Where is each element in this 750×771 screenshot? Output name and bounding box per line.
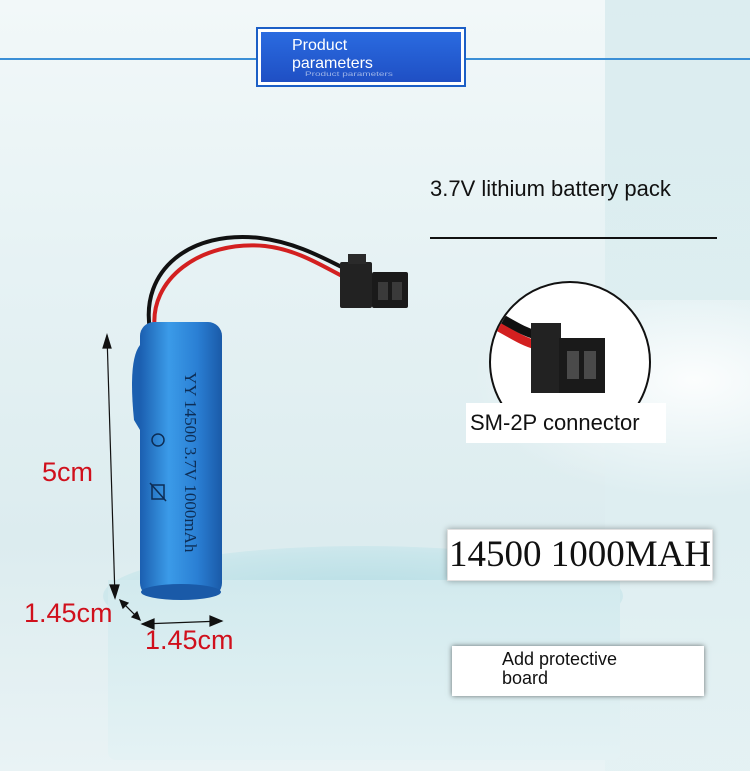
- black-wire: [146, 235, 353, 331]
- dimension-lines: [102, 332, 224, 630]
- red-wire: [152, 243, 351, 331]
- protective-board-box: Add protective board: [452, 646, 704, 696]
- height-dimension-label: 5cm: [42, 457, 94, 487]
- bin-symbol: [151, 484, 165, 500]
- recycle-symbol: [151, 433, 165, 447]
- header-badge: Product parameters Product parameters: [256, 27, 466, 87]
- battery-cell: [132, 322, 222, 600]
- header-ghost-text: Product parameters: [305, 71, 393, 78]
- width-dimension-label: 1.45cm: [145, 625, 234, 655]
- battery-print: YY 14500 3.7V 1000mAh: [181, 372, 200, 553]
- spec-box: 14500 1000MAH: [447, 529, 713, 581]
- title-underline: [430, 237, 717, 239]
- header-badge-inner: Product parameters Product parameters: [261, 32, 461, 82]
- sm-2p-plug: [340, 254, 408, 308]
- depth-dimension-label: 1.45cm: [24, 598, 113, 628]
- connector-label: SM-2P connector: [466, 403, 666, 443]
- header-title-line2: parameters: [292, 55, 373, 72]
- header-title-line1: Product: [292, 37, 348, 54]
- protective-board-line1: Add protective: [502, 649, 618, 669]
- product-title: 3.7V lithium battery pack: [430, 176, 671, 201]
- protective-board-line2: board: [502, 668, 549, 688]
